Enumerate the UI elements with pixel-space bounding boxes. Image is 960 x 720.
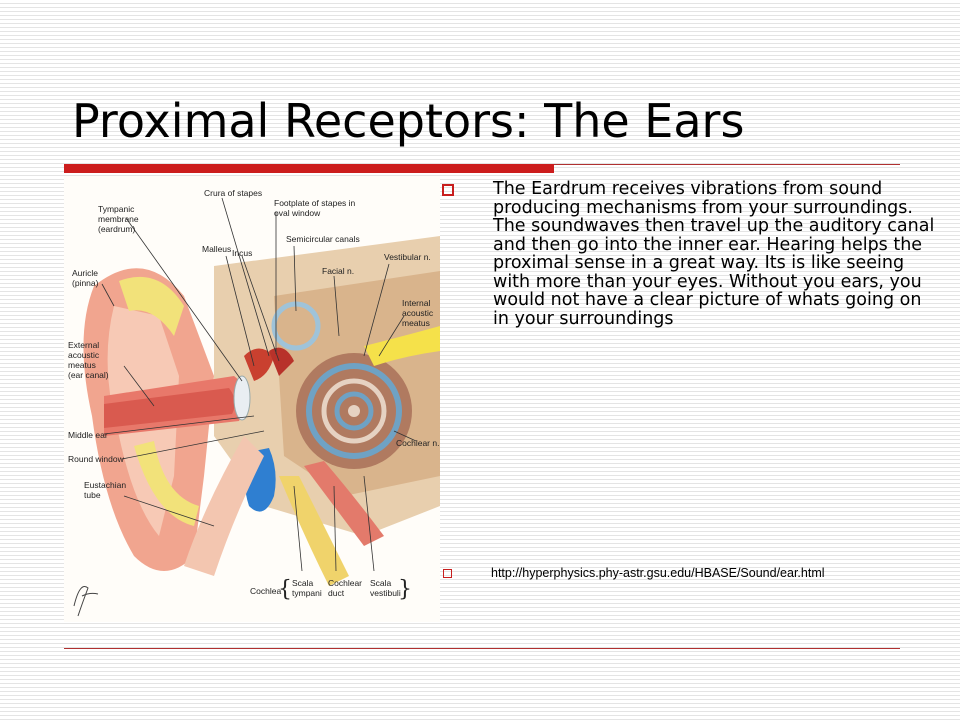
label-semicircular-canals: Semicircular canals bbox=[286, 234, 360, 244]
slide-title: Proximal Receptors: The Ears bbox=[72, 94, 744, 148]
label-auricle: Auricle (pinna) bbox=[72, 268, 100, 288]
cochlea-brace: { bbox=[278, 577, 292, 602]
title-underline-rule bbox=[554, 164, 900, 165]
label-cochlea: Cochlea bbox=[250, 586, 281, 596]
title-underline-accent bbox=[64, 164, 554, 173]
label-vestibular-n: Vestibular n. bbox=[384, 252, 431, 262]
bullet-square-icon bbox=[443, 569, 452, 578]
ear-anatomy-figure: Tympanic membrane (eardrum) Crura of sta… bbox=[64, 176, 440, 622]
source-link[interactable]: http://hyperphysics.phy-astr.gsu.edu/HBA… bbox=[491, 566, 825, 580]
label-tympanic-membrane: Tympanic membrane (eardrum) bbox=[98, 204, 141, 234]
label-malleus: Malleus bbox=[202, 244, 231, 254]
ear-anatomy-illustration: Tympanic membrane (eardrum) Crura of sta… bbox=[64, 176, 440, 622]
label-cochlear-n: Cochlear n. bbox=[396, 438, 439, 448]
label-crura-of-stapes: Crura of stapes bbox=[204, 188, 262, 198]
footer-rule bbox=[64, 648, 900, 649]
bullet-square-icon bbox=[442, 184, 454, 196]
label-round-window: Round window bbox=[68, 454, 125, 464]
label-facial-n: Facial n. bbox=[322, 266, 354, 276]
body-paragraph: The Eardrum receives vibrations from sou… bbox=[493, 180, 941, 328]
label-middle-ear: Middle ear bbox=[68, 430, 108, 440]
label-incus: Incus bbox=[232, 248, 252, 258]
